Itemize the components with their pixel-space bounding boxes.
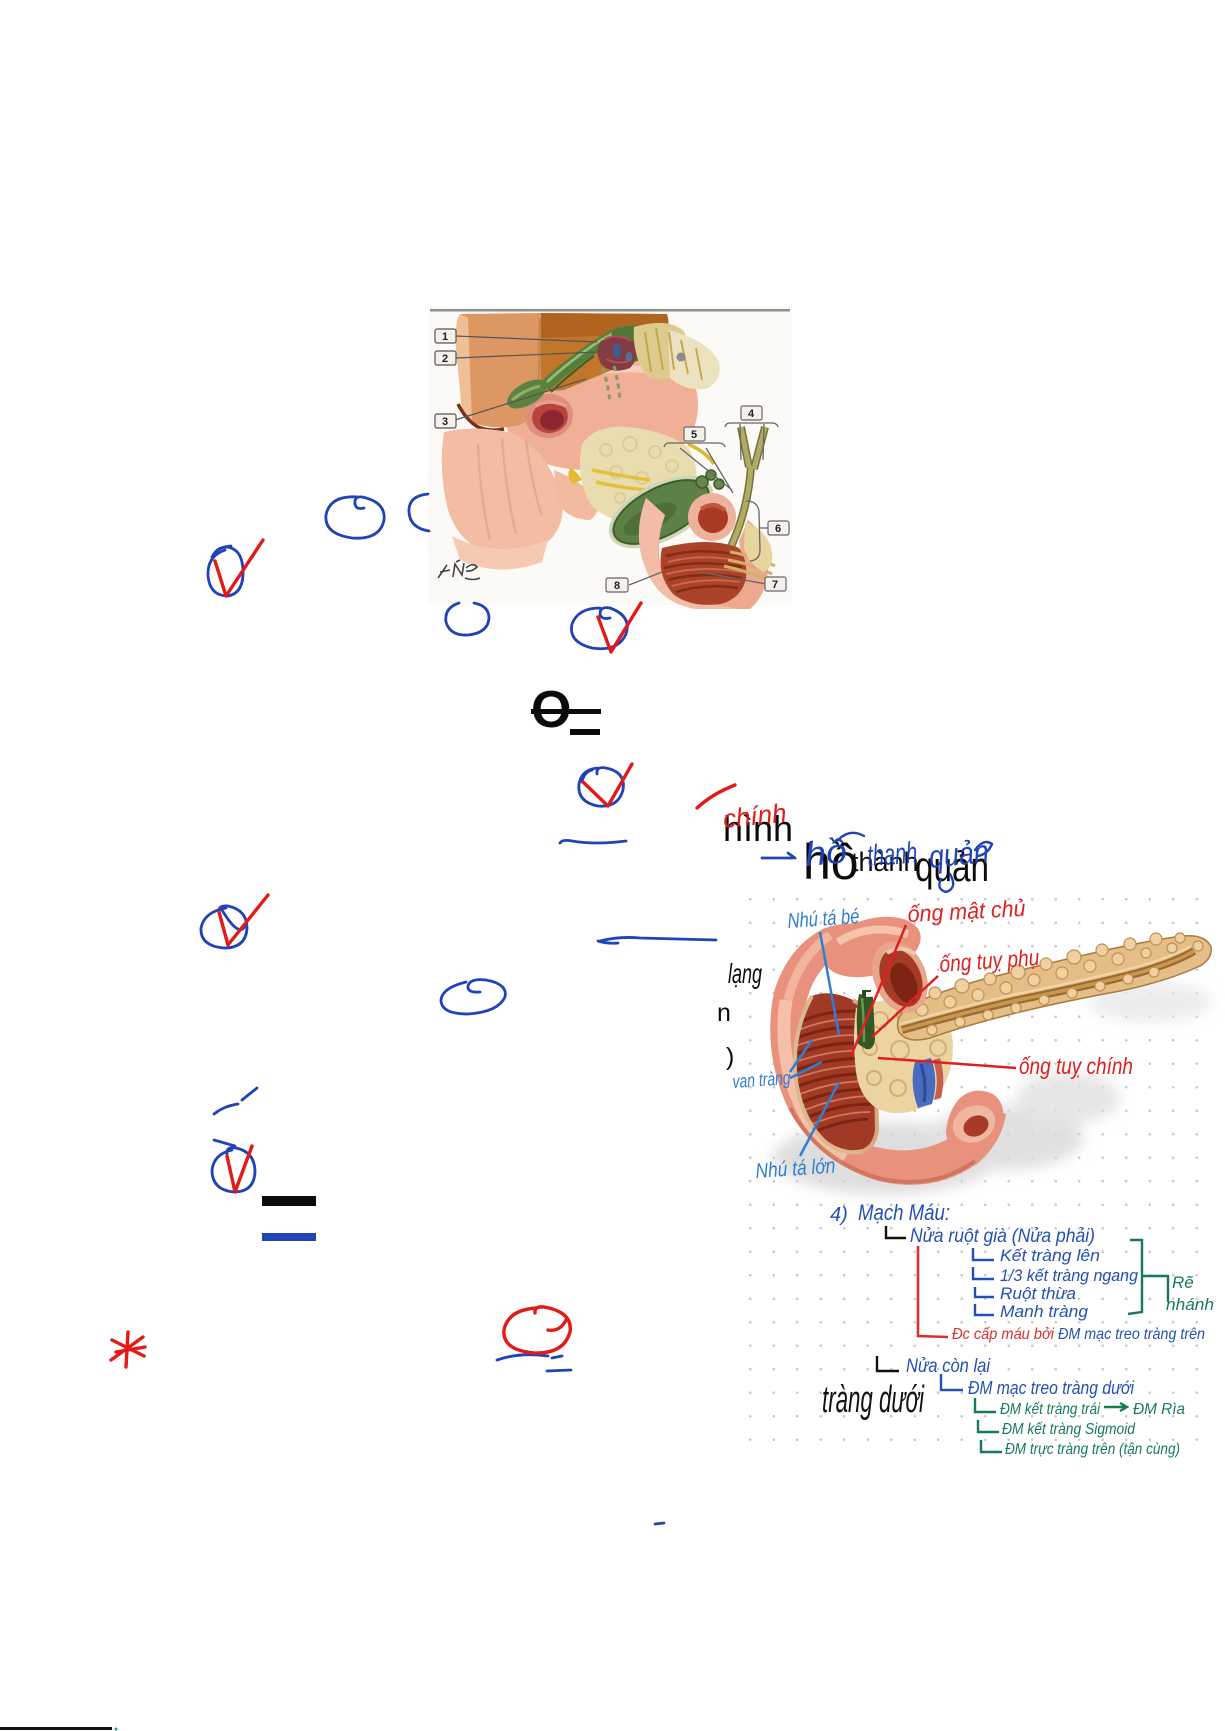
svg-text:Manh tràng: Manh tràng xyxy=(1000,1302,1089,1321)
svg-text:nhánh: nhánh xyxy=(1166,1295,1214,1314)
svg-text:Rẽ: Rẽ xyxy=(1172,1273,1194,1292)
svg-text:ĐM Rìa: ĐM Rìa xyxy=(1133,1401,1185,1418)
svg-text:ĐM mạc treo tràng trên: ĐM mạc treo tràng trên xyxy=(1058,1326,1205,1343)
svg-text:Mạch Máu:: Mạch Máu: xyxy=(858,1200,950,1225)
svg-text:Kết tràng lên: Kết tràng lên xyxy=(1000,1246,1100,1265)
svg-text:1: 1 xyxy=(442,331,448,343)
svg-text:ống mật chủ: ống mật chủ xyxy=(907,895,1026,927)
svg-text:chính: chính xyxy=(721,797,787,833)
svg-text:1/3 kết tràng ngang: 1/3 kết tràng ngang xyxy=(1000,1266,1138,1285)
svg-text:Nửa ruột già (Nửa phải): Nửa ruột già (Nửa phải) xyxy=(910,1226,1095,1247)
svg-text:thành: thành xyxy=(851,847,919,877)
svg-text:hình: hình xyxy=(723,808,793,849)
svg-text:Ruột thừa: Ruột thừa xyxy=(1000,1284,1076,1303)
svg-text:van tràng: van tràng xyxy=(732,1068,792,1093)
svg-text:ĐM kết tràng trái: ĐM kết tràng trái xyxy=(1000,1401,1100,1418)
svg-text:6: 6 xyxy=(775,523,781,535)
svg-text:4: 4 xyxy=(748,408,755,420)
svg-text:7: 7 xyxy=(772,579,778,591)
svg-text:hồ: hồ xyxy=(803,832,848,874)
svg-text:lạng: lạng xyxy=(728,958,762,989)
svg-text:quản: quản xyxy=(927,833,990,875)
svg-text:ĐM trực tràng trên (tận cùng): ĐM trực tràng trên (tận cùng) xyxy=(1005,1441,1180,1458)
svg-text:ĐM mạc treo tràng dưới: ĐM mạc treo tràng dưới xyxy=(968,1378,1135,1398)
svg-text:Đc cấp máu bởi: Đc cấp máu bởi xyxy=(952,1326,1054,1343)
svg-text:3: 3 xyxy=(442,416,448,428)
svg-text:5: 5 xyxy=(691,429,697,441)
svg-text:hồ: hồ xyxy=(803,834,859,890)
svg-text:ĐM kết tràng Sigmoid: ĐM kết tràng Sigmoid xyxy=(1002,1421,1136,1438)
svg-text:Nhú tá bé: Nhú tá bé xyxy=(787,905,860,933)
svg-text:thanh: thanh xyxy=(866,837,918,873)
svg-text:4): 4) xyxy=(830,1204,848,1226)
svg-text:2: 2 xyxy=(442,353,448,365)
svg-text:ống tuỵ chính: ống tuỵ chính xyxy=(1019,1053,1133,1079)
svg-text:tràng dưới: tràng dưới xyxy=(822,1379,925,1421)
svg-text:n: n xyxy=(717,999,731,1027)
svg-text:Nhú tá lớn: Nhú tá lớn xyxy=(755,1154,836,1183)
svg-text:Nửa còn lại: Nửa còn lại xyxy=(906,1356,991,1377)
svg-text:8: 8 xyxy=(614,580,620,592)
svg-text:): ) xyxy=(726,1043,734,1071)
